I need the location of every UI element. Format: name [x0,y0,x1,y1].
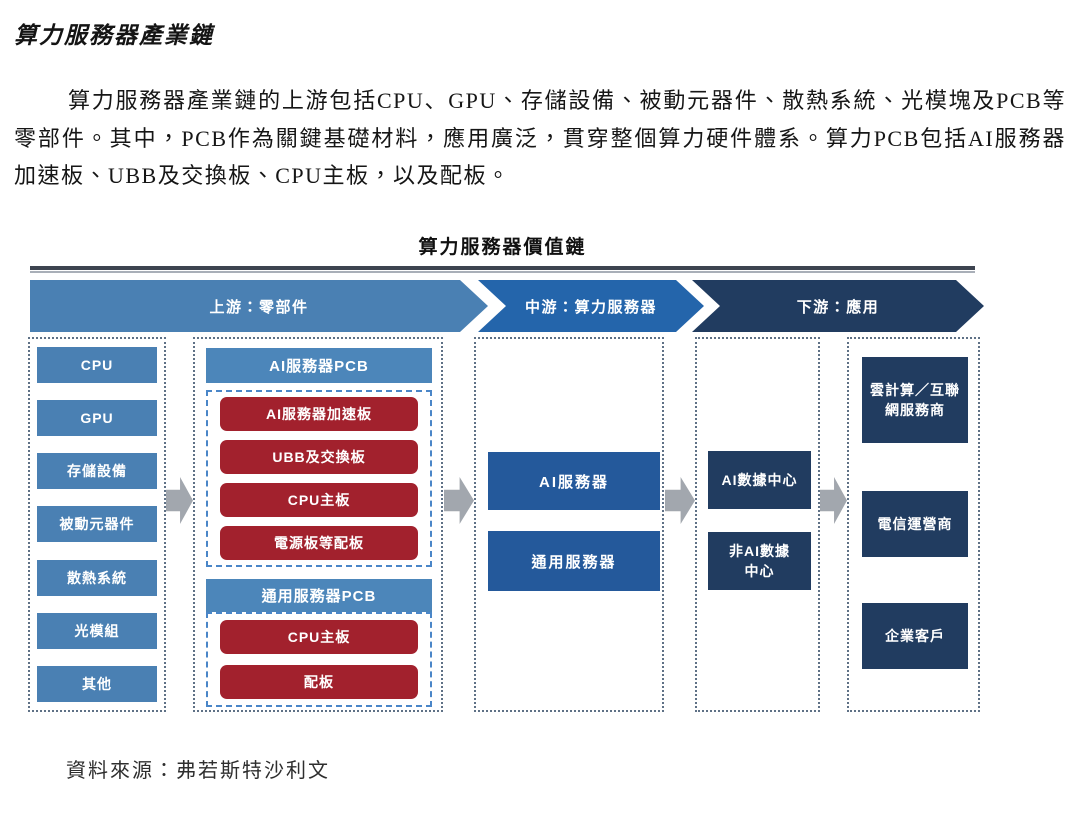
stage-arrow-midstream: 中游：算力服務器 [478,280,704,332]
customer-box-cloud: 雲計算／互聯 網服務商 [862,357,968,443]
server-box-general: 通用服務器 [488,531,660,591]
pcb-item-power-board: 電源板等配板 [220,526,418,560]
title-rule-shadow [30,271,975,273]
title-rule [30,266,975,270]
customers-lane: 雲計算／互聯 網服務商 電信運營商 企業客戶 [847,337,980,712]
stage-upstream-label: 上游：零部件 [209,298,309,316]
datacenters-lane: AI數據中心 非AI數據 中心 [695,337,820,712]
diagram-title: 算力服務器價值鏈 [418,237,587,258]
pcb-item-cpu-mainboard: CPU主板 [220,483,418,517]
component-box-cpu: CPU [37,347,157,383]
value-chain-diagram: 算力服務器價值鏈 上游：零部件 中游：算力服務器 下游：應用 CPU GPU 存… [0,228,1080,728]
customer-box-telecom: 電信運營商 [862,491,968,557]
ai-pcb-header: AI服務器PCB [206,348,432,383]
pcb-lane: AI服務器PCB AI服務器加速板 UBB及交換板 CPU主板 電源板等配板 通… [193,337,443,712]
pcb-item-gen-cpu-mainboard: CPU主板 [220,620,418,654]
flow-arrow-icon [665,477,695,524]
flow-arrow-icon [820,477,847,524]
stage-arrow-upstream: 上游：零部件 [30,280,488,332]
component-box-others: 其他 [37,665,157,702]
general-pcb-group: CPU主板 配板 [206,612,432,707]
component-box-cooling: 散熱系統 [37,559,157,596]
stage-midstream-label: 中游：算力服務器 [524,298,657,316]
component-box-optical: 光模組 [37,612,157,649]
component-box-storage: 存儲設備 [37,453,157,490]
components-lane: CPU GPU 存儲設備 被動元器件 散熱系統 光模組 其他 [28,337,166,712]
stage-downstream-label: 下游：應用 [796,298,880,316]
general-pcb-header: 通用服務器PCB [206,579,432,612]
stage-arrow-downstream: 下游：應用 [692,280,984,332]
datacenter-box-ai: AI數據中心 [708,451,811,509]
flow-arrow-icon [166,477,193,524]
server-box-ai: AI服務器 [488,452,660,510]
datacenter-box-non-ai: 非AI數據 中心 [708,532,811,590]
ai-pcb-group: AI服務器加速板 UBB及交換板 CPU主板 電源板等配板 [206,390,432,567]
component-box-gpu: GPU [37,400,157,437]
pcb-item-accelerator: AI服務器加速板 [220,397,418,431]
flow-arrow-icon [444,477,474,524]
intro-paragraph: 算力服務器產業鏈的上游包括CPU、GPU、存儲設備、被動元器件、散熱系統、光模塊… [14,88,1066,188]
page-title: 算力服務器產業鏈 [14,23,214,48]
component-box-passive: 被動元器件 [37,506,157,543]
pcb-item-ubb-switch: UBB及交換板 [220,440,418,474]
servers-lane: AI服務器 通用服務器 [474,337,664,712]
pcb-item-gen-accessory: 配板 [220,665,418,699]
customer-box-enterprise: 企業客戶 [862,603,968,669]
source-note: 資料來源：弗若斯特沙利文 [66,760,330,782]
